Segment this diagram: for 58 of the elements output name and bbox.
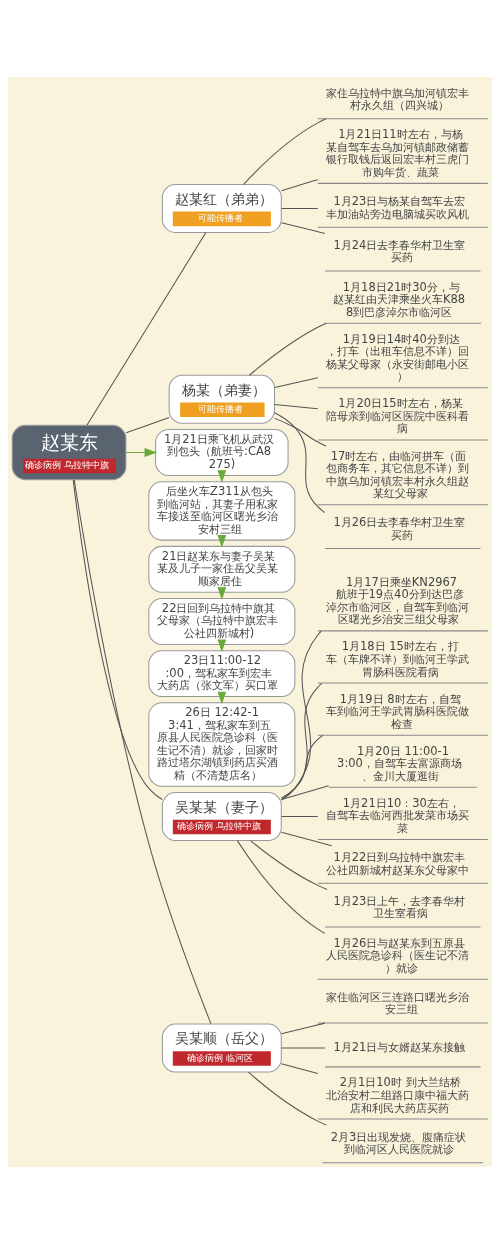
node-text: 1月19日14时40分到达，打车（出租车信息不详）回杨某父母家（永安街邮电小区） — [326, 331, 470, 384]
arrow — [217, 587, 227, 600]
connector — [280, 816, 319, 818]
node-text: 1月22日到乌拉特中旗宏丰公社四新城村赵某东父母家中 — [326, 850, 470, 877]
connector — [280, 179, 319, 192]
connector — [280, 734, 324, 799]
connector — [280, 1022, 326, 1035]
node-text: 家住临河区三连路口曙光乡治安三组 — [326, 989, 470, 1017]
connector — [280, 1047, 326, 1049]
connector — [281, 682, 323, 801]
connector — [274, 412, 326, 514]
node-text: 1月23日上午，去李春华村卫生室看病 — [333, 893, 466, 921]
node-text: 1月18日 15时左右，打车（车牌不详）到临河王学武胃肠科医院看病 — [326, 639, 470, 679]
arrow — [217, 470, 227, 483]
node-text: 1月17日乘坐KN2967航班于19点40分到达巴彦淖尔市临河区，自驾车到临河区曙光乡治安三组父母家 — [326, 574, 470, 627]
node-box: 吴某顺（岳父） 确诊病例 临河区 — [161, 1023, 282, 1073]
connector — [281, 630, 322, 801]
node-box: 26日 12:42-13:41，驾私家车到五原县人民医院急诊科（医生记不清）就诊，回家时路过塔尔湖镇到药店买酒精（不清楚店名） — [148, 702, 296, 787]
connector — [280, 831, 333, 847]
connector — [280, 207, 319, 209]
node-text: 1月20日15时左右，杨某陪母亲到临河区医院中医科看病 — [326, 396, 470, 436]
arrow — [217, 535, 227, 548]
connector — [243, 118, 327, 185]
node-text: 1月24日去李春华村卫生室买药 — [333, 237, 466, 265]
node-box: 赵某东 确诊病例 乌拉特中旗 — [11, 424, 127, 481]
connector — [248, 322, 327, 376]
connector — [274, 377, 319, 389]
connector — [280, 1063, 319, 1075]
node-box: 吴某某（妻子） 确诊病例 乌拉特中旗 — [161, 792, 282, 842]
node-text: 2月3日出现发烧、腹痛症状到临河区人民医院就诊 — [330, 1129, 467, 1157]
connector — [274, 417, 327, 447]
node-text: 1月19日 8时左右，自驾车到临河王学武胃肠科医院做检查 — [326, 691, 470, 731]
connector — [250, 840, 328, 890]
node-text: 1月21日10：30左右，自驾车去临河西批发菜市场买菜 — [326, 795, 470, 835]
node-text: 1月23日与杨某自驾车去宏丰加油站旁边电脑城买吹风机 — [326, 194, 470, 221]
node-text: 1月21日与女婿赵某东接触 — [333, 1040, 466, 1055]
connector — [280, 785, 330, 800]
node-text: 1月26日与赵某东到五原县人民医院急诊科（医生记不清）就诊 — [326, 935, 470, 975]
node-text: 家住乌拉特中旗乌加河镇宏丰村永久组（四兴城） — [326, 85, 470, 113]
connector — [125, 417, 170, 434]
connector — [236, 840, 326, 934]
node-box: 赵某红（弟弟） 可能传播者 — [161, 183, 282, 233]
node-text: 2月1日10时 到大兰结桥北治安村二组路口康中福大药店和利民大药店买药 — [326, 1075, 470, 1115]
node-text: 1月21日11时左右，与杨某自驾车去乌加河镇邮政储蓄银行取钱后返回宏丰村三虎门市购年货、蔬菜 — [326, 127, 470, 179]
connector — [72, 479, 163, 801]
arrow — [217, 639, 227, 652]
node-text: 1月18日21时30分，与赵某红由天津乘坐火车K888到巴彦淖尔市临河区 — [332, 279, 466, 319]
arrow — [125, 448, 158, 457]
node-text: 1月26日去李春华村卫生室买药 — [333, 515, 466, 542]
arrow — [217, 691, 227, 705]
connector — [86, 232, 207, 426]
node-box: 杨某（弟妻） 可能传播者 — [168, 374, 276, 424]
node-text: 17时左右，由临河拼车（面包商务车，其它信息不详）到中旗乌加河镇宏丰村永久组赵某红父母家 — [326, 448, 470, 501]
connector — [280, 222, 326, 234]
node-text: 1月20日 11:00-13:00，自驾车去富源商场、金川大厦逛街 — [337, 743, 462, 783]
connector — [274, 403, 319, 410]
connector — [247, 1071, 328, 1126]
connector — [73, 479, 212, 1025]
